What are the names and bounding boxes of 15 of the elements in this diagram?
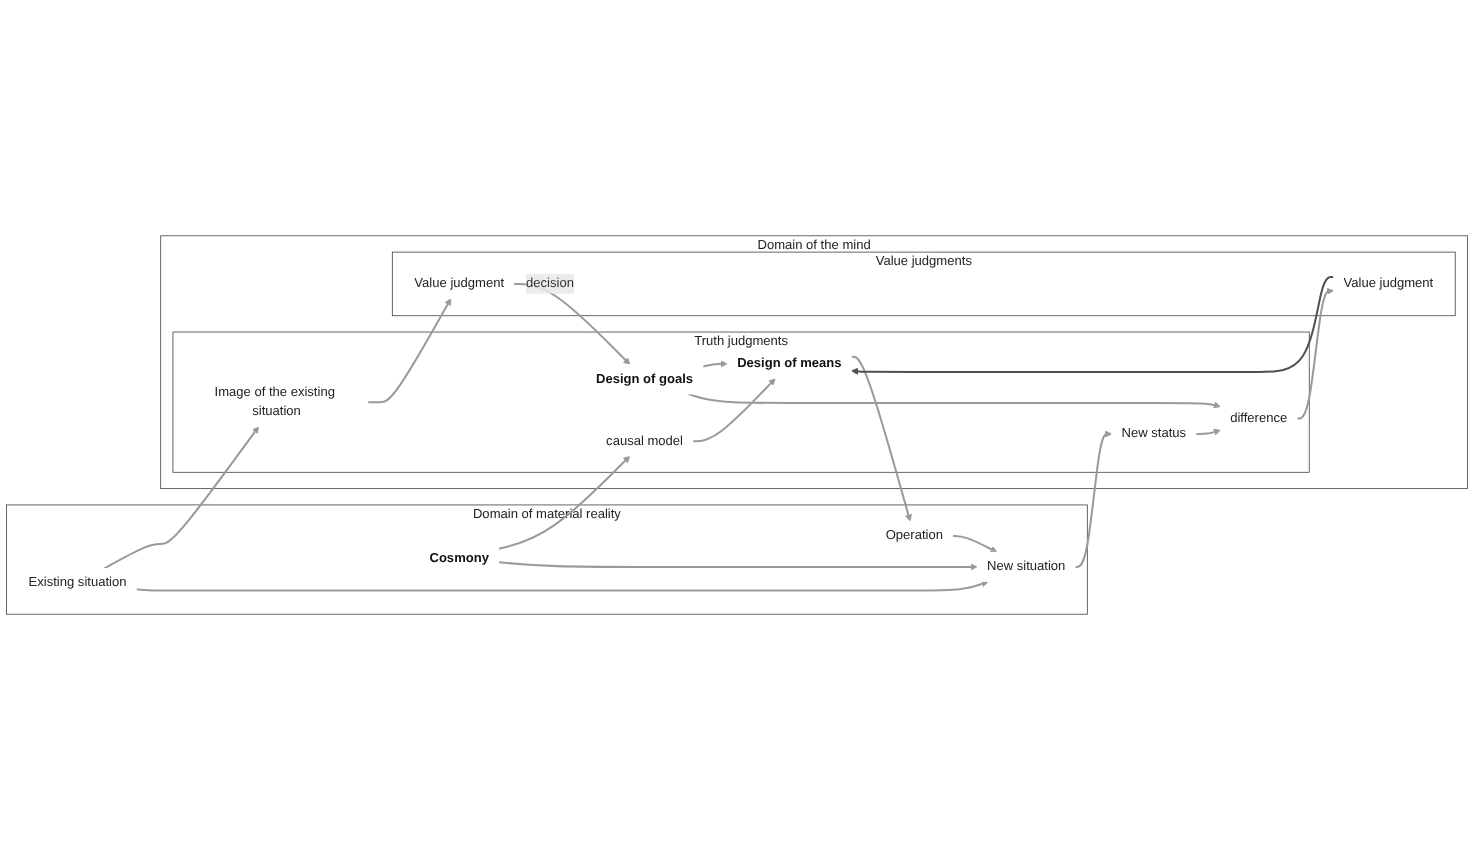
arrow xyxy=(498,561,978,571)
arrow xyxy=(1195,428,1221,436)
arrow xyxy=(688,393,1221,409)
arrow xyxy=(136,580,989,592)
arrow xyxy=(692,378,776,443)
arrow xyxy=(367,298,452,404)
arrow xyxy=(851,355,912,522)
arrow xyxy=(1297,287,1335,420)
arrow xyxy=(103,426,259,570)
arrow xyxy=(513,282,631,365)
arrow xyxy=(702,360,728,368)
arrow xyxy=(952,534,998,553)
arrow xyxy=(851,276,1334,375)
arrow xyxy=(498,455,631,550)
arrow xyxy=(1075,430,1113,568)
